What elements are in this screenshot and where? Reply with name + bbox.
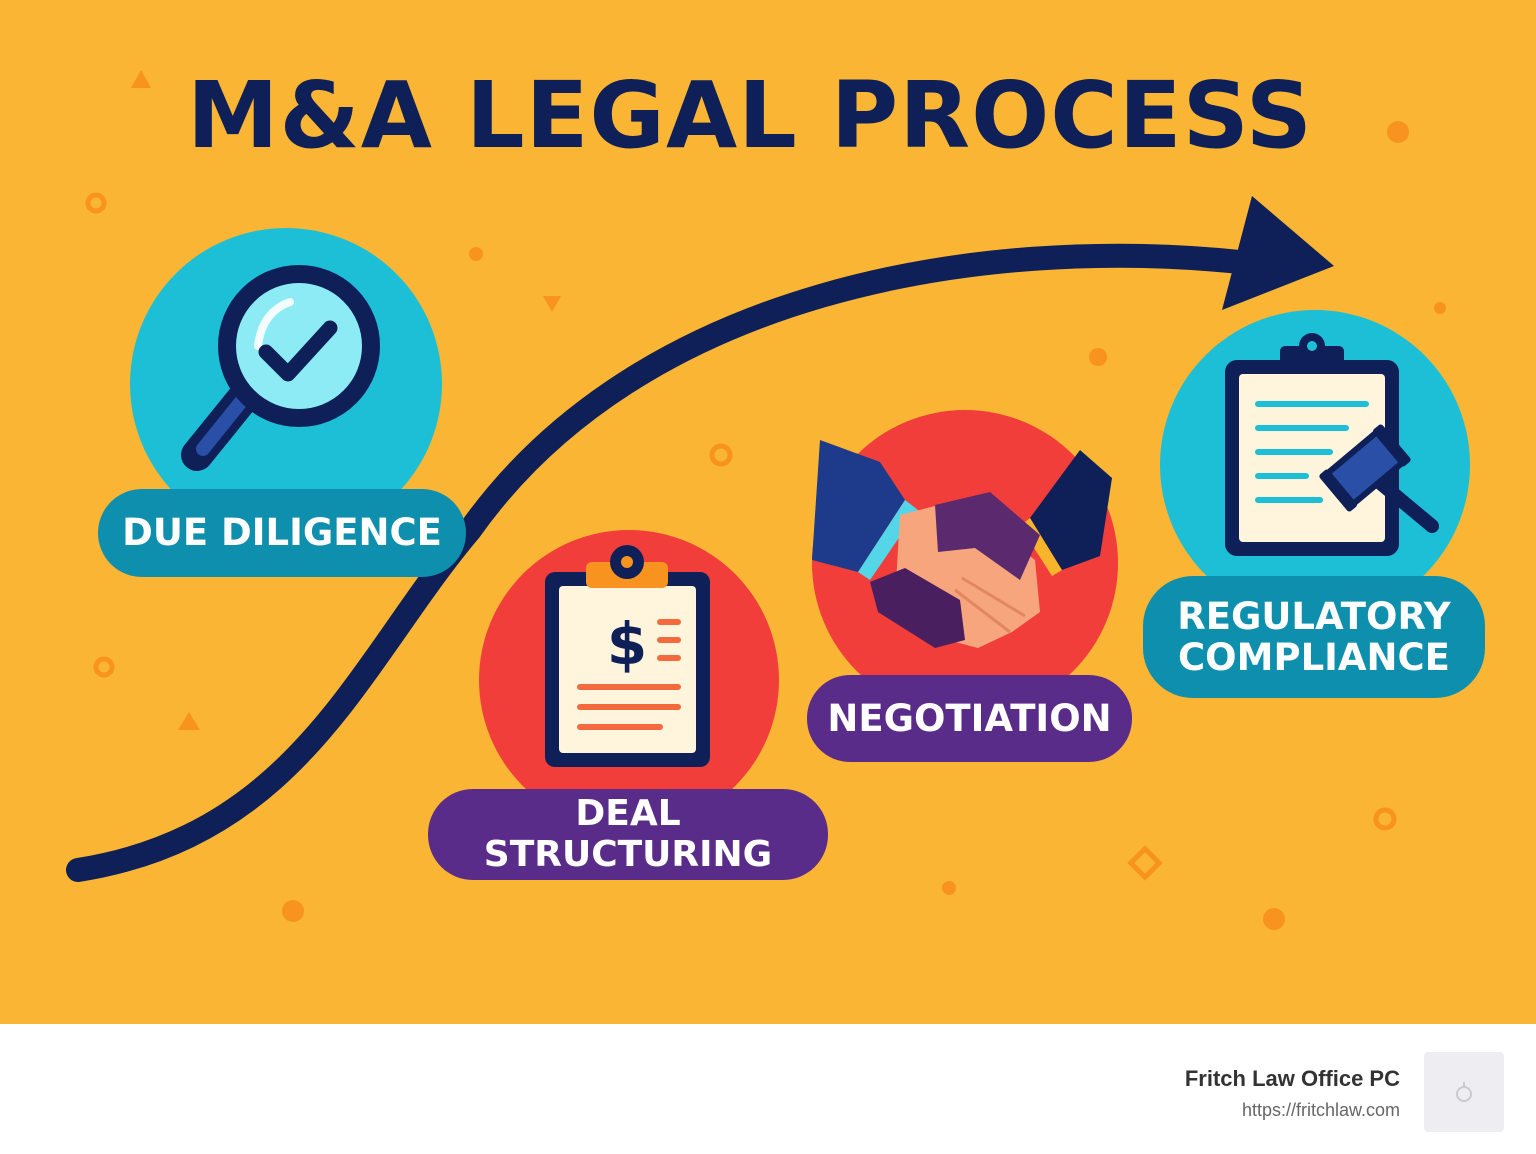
negotiation-label: NEGOTIATION (807, 675, 1132, 762)
clipboard-dollar-icon: $ (545, 545, 710, 767)
brand-name: Fritch Law Office PC (1184, 1066, 1400, 1091)
triangle-decoration (178, 712, 200, 730)
due-diligence-label: DUE DILIGENCE (98, 489, 466, 577)
ring-decoration (709, 443, 733, 467)
process-arrow-head (1222, 196, 1334, 310)
ring-decoration (85, 192, 107, 214)
process-arrow (66, 196, 1334, 882)
brand-url[interactable]: https://fritchlaw.com (1241, 1100, 1400, 1120)
dot-decoration (1387, 121, 1409, 143)
brand-logo (1424, 1052, 1504, 1132)
due-diligence-label-text: DUE DILIGENCE (122, 511, 442, 555)
deal-structuring-label: DEAL STRUCTURING (428, 789, 828, 880)
dot-decoration (282, 900, 304, 922)
clipboard-gavel-icon (1225, 333, 1439, 556)
deal-structuring-label-text: DEAL STRUCTURING (483, 793, 773, 875)
decorative-shapes (85, 70, 1446, 930)
infographic-poster: $ M&A LEGA (0, 0, 1536, 1024)
footer-bar: Fritch Law Office PC https://fritchlaw.c… (0, 1024, 1536, 1154)
regulatory-compliance-label-line1: REGULATORY (1177, 594, 1451, 638)
regulatory-compliance-label-line2: COMPLIANCE (1178, 636, 1450, 679)
process-arrow-curve (66, 243, 1252, 882)
dot-decoration (1089, 348, 1107, 366)
page-title: M&A LEGAL PROCESS (186, 62, 1314, 169)
logo-placeholder-icon (1456, 1082, 1472, 1102)
dot-decoration (1434, 302, 1446, 314)
ring-decoration (1373, 807, 1397, 831)
regulatory-compliance-label: REGULATORY COMPLIANCE (1143, 576, 1485, 698)
dot-decoration (469, 247, 483, 261)
dot-decoration (942, 881, 956, 895)
negotiation-label-text: NEGOTIATION (827, 696, 1112, 740)
svg-text:$: $ (607, 610, 647, 678)
diamond-decoration (1127, 845, 1163, 881)
handshake-icon (812, 440, 1112, 648)
magnifier-check-icon (181, 265, 380, 471)
dot-decoration (1263, 908, 1285, 930)
triangle-decoration (131, 70, 151, 88)
ring-decoration (93, 656, 115, 678)
triangle-decoration (543, 296, 561, 312)
